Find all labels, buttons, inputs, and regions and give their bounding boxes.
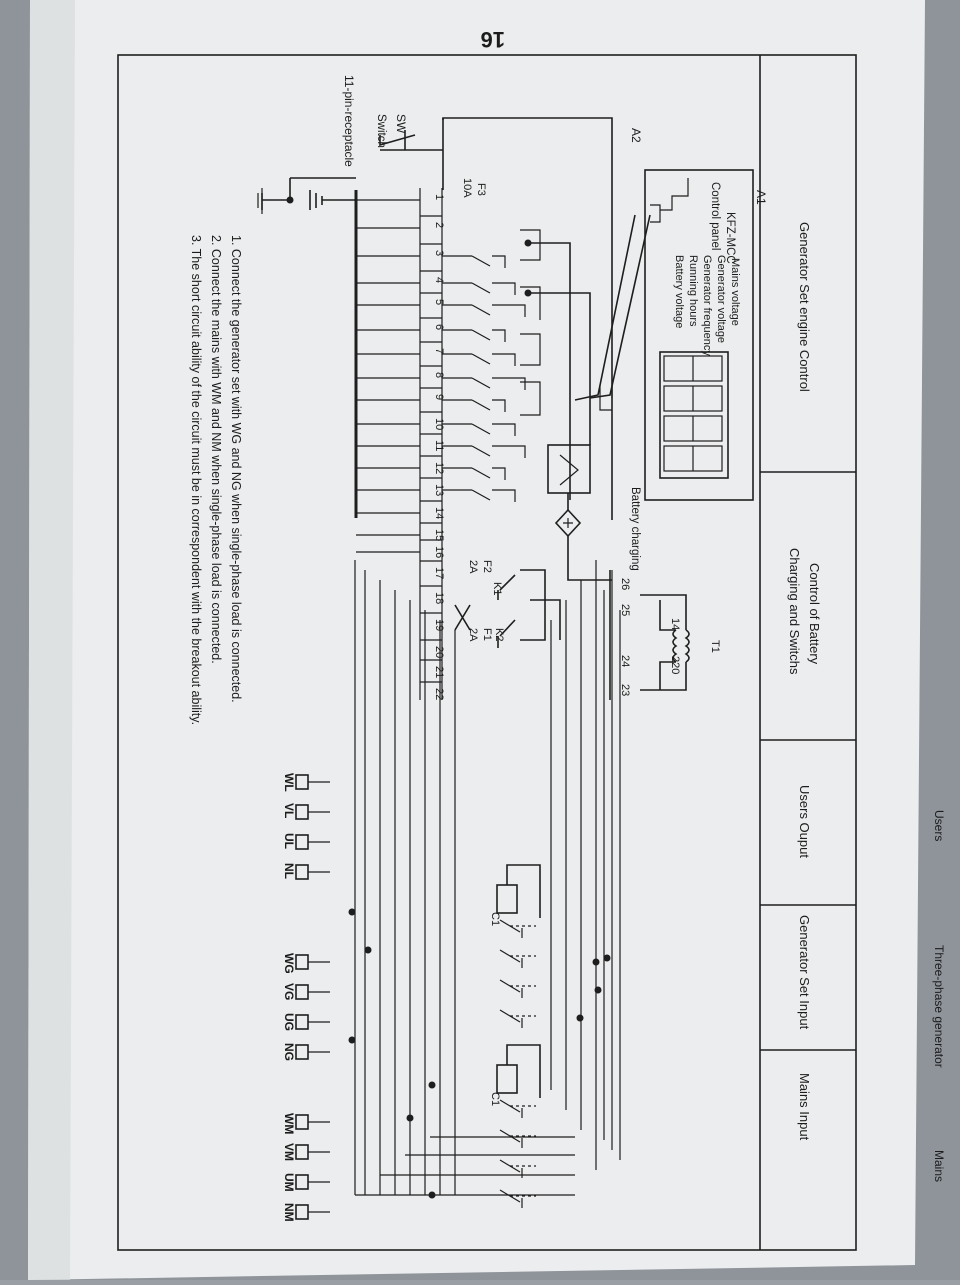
- label-receptacle: 11-pin-receptacle: [342, 75, 356, 167]
- label-f3: F3: [475, 183, 487, 196]
- terminal-number-21: 21: [433, 666, 445, 678]
- terminal-label-vm: VM: [282, 1143, 296, 1161]
- connector-a1-top: [660, 178, 689, 211]
- terminal-number-2: 2: [433, 222, 445, 228]
- header-battery-line1: Control of Battery: [807, 563, 822, 665]
- terminal-label-vg: VG: [282, 983, 296, 1000]
- note-1: 1. Connect the generator set with WG and…: [229, 235, 243, 703]
- control-panel-box: [644, 169, 754, 501]
- contactor-c1-mains: [496, 1044, 541, 1098]
- header-users-output: Users Ouput: [797, 785, 812, 858]
- terminal-number-1: 1: [433, 194, 445, 200]
- terminal-number-22: 22: [433, 688, 445, 700]
- terminal-number-11: 11: [433, 440, 445, 451]
- label-kfz-mcc: KFZ-MCC: [724, 212, 736, 264]
- terminal-25: 25: [619, 604, 631, 616]
- terminal-number-7: 7: [433, 348, 445, 354]
- header-battery-line2: Charging and Switchs: [787, 548, 802, 675]
- terminal-label-nm: NM: [282, 1203, 296, 1222]
- terminal-label-wm: WM: [282, 1113, 296, 1134]
- terminal-label-um: UM: [282, 1173, 296, 1192]
- diagram-frame: [117, 54, 857, 1251]
- label-f1-rating: 2A: [467, 628, 479, 642]
- terminal-26: 26: [619, 578, 631, 590]
- terminal-number-18: 18: [433, 592, 445, 604]
- relay-contacts: [442, 229, 591, 502]
- label-c1-generator: C1: [489, 912, 501, 926]
- label-battery-charging: Battery charging: [629, 487, 641, 571]
- label-users: Users: [932, 810, 946, 841]
- terminal-number-20: 20: [433, 646, 445, 658]
- label-k2: K2: [493, 628, 505, 641]
- contactor-switches: [499, 919, 536, 1208]
- header-mains-input: Mains Input: [797, 1073, 812, 1141]
- label-f3-rating: 10A: [461, 178, 473, 198]
- terminal-label-wg: WG: [282, 953, 296, 974]
- terminal-label-ul: UL: [282, 833, 296, 849]
- label-f1: F1: [481, 628, 493, 641]
- label-a1: A1: [754, 190, 768, 205]
- header-engine-control: Generator Set engine Control: [797, 222, 812, 392]
- contactor-c1-generator: [496, 864, 541, 918]
- display-item-generator-frequency: Generator frequency: [701, 255, 713, 356]
- charging-module: [547, 444, 591, 494]
- terminal-number-17: 17: [433, 567, 445, 579]
- label-f2-rating: 2A: [467, 560, 479, 574]
- label-mains: Mains: [932, 1150, 946, 1182]
- power-distribution-wires: [348, 560, 621, 1199]
- ground-symbols: [257, 177, 356, 214]
- terminal-24: 24: [619, 655, 631, 667]
- label-switch: Switch: [375, 114, 387, 148]
- terminal-label-vl: VL: [282, 803, 296, 818]
- terminal-number-8: 8: [433, 372, 445, 378]
- display-item-battery-voltage: Battery voltage: [673, 255, 685, 328]
- page-number: 16: [481, 27, 505, 52]
- display-item-running-hours: Running hours: [687, 255, 699, 327]
- seven-segment-display: [659, 351, 729, 479]
- terminal-number-9: 9: [433, 394, 445, 400]
- label-control-panel: Control panel: [709, 182, 721, 250]
- terminal-label-nl: NL: [282, 863, 296, 879]
- terminal-label-ug: UG: [282, 1013, 296, 1031]
- paper-sheet: [28, 0, 925, 1280]
- label-k1: K1: [491, 582, 503, 595]
- sw-switch: [379, 130, 443, 151]
- note-2: 2. Connect the mains with WM and NM when…: [209, 235, 223, 664]
- label-t1: T1: [709, 640, 721, 653]
- terminal-number-16: 16: [433, 546, 445, 558]
- display-item-mains-voltage: Mains voltage: [729, 258, 741, 326]
- label-three-phase-generator: Three-phase generator: [932, 945, 946, 1068]
- terminal-23: 23: [619, 684, 631, 696]
- terminal-number-6: 6: [433, 324, 445, 330]
- label-c1-mains: C1: [489, 1092, 501, 1106]
- k1-k2-relay-contacts: [454, 569, 561, 648]
- label-t1-primary: 220: [669, 656, 681, 674]
- terminal-label-wl: WL: [282, 773, 296, 792]
- terminal-number-4: 4: [433, 277, 445, 283]
- label-a2: A2: [629, 128, 643, 143]
- terminal-label-ng: NG: [282, 1043, 296, 1061]
- terminal-number-14: 14: [433, 507, 445, 519]
- note-3: 3. The short circuit ability of the circ…: [189, 235, 203, 725]
- label-f2: F2: [481, 560, 493, 573]
- control-wire-diagonal: [589, 214, 651, 399]
- transformer-t1: [640, 594, 690, 691]
- terminal-number-3: 3: [433, 250, 445, 256]
- display-item-generator-voltage: Generator voltage: [715, 255, 727, 343]
- terminal-number-19: 19: [433, 619, 445, 631]
- header-generator-input: Generator Set Input: [797, 915, 812, 1030]
- label-t1-secondary: 14: [669, 618, 681, 630]
- output-terminals: WL VL UL NL WG VG UG NG WM VM UM NM: [282, 773, 330, 1222]
- label-sw: SW: [394, 114, 408, 134]
- terminal-number-5: 5: [433, 299, 445, 305]
